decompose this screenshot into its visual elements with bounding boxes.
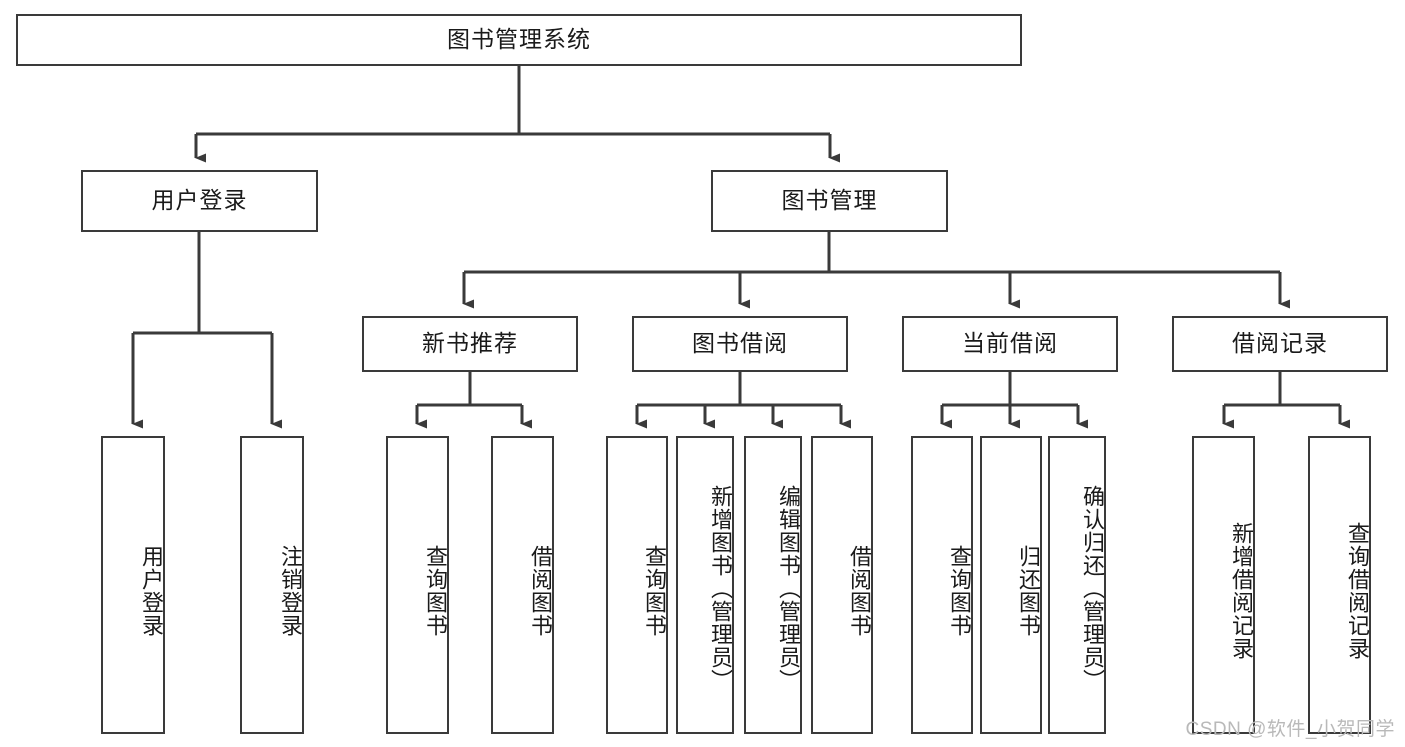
node-label: 图书管理系统 [447, 26, 591, 53]
node-label: 当前借阅 [962, 330, 1058, 357]
node-label: 查询图书 [947, 545, 972, 637]
node-label: 图书借阅 [692, 330, 788, 357]
node-user-login[interactable]: 用户登录 [81, 170, 318, 232]
node-current-borrow[interactable]: 当前借阅 [902, 316, 1118, 372]
node-book-borrow[interactable]: 图书借阅 [632, 316, 848, 372]
leaf-bookborrow-add-book[interactable]: 新增图书（管理员） [676, 436, 734, 734]
node-label: 查询借阅记录 [1345, 522, 1370, 660]
leaf-newbook-borrow-book[interactable]: 借阅图书 [491, 436, 554, 734]
leaf-currentborrow-query-book[interactable]: 查询图书 [911, 436, 973, 734]
leaf-user-login[interactable]: 用户登录 [101, 436, 165, 734]
node-label: 用户登录 [151, 187, 248, 214]
node-new-book-recommend[interactable]: 新书推荐 [362, 316, 578, 372]
leaf-logout[interactable]: 注销登录 [240, 436, 304, 734]
leaf-currentborrow-confirm-return[interactable]: 确认归还（管理员） [1048, 436, 1106, 734]
node-root-system[interactable]: 图书管理系统 [16, 14, 1022, 66]
node-label: 新书推荐 [422, 330, 518, 357]
node-label: 借阅图书 [528, 545, 553, 637]
leaf-borrowrecord-query-record[interactable]: 查询借阅记录 [1308, 436, 1371, 734]
node-label: 归还图书 [1016, 545, 1041, 637]
node-label: 新增图书（管理员） [708, 484, 733, 692]
node-label: 确认归还（管理员） [1080, 484, 1105, 692]
node-label: 查询图书 [642, 545, 667, 637]
node-label: 查询图书 [423, 545, 448, 637]
leaf-borrowrecord-add-record[interactable]: 新增借阅记录 [1192, 436, 1255, 734]
node-label: 借阅记录 [1232, 330, 1328, 357]
leaf-newbook-query-book[interactable]: 查询图书 [386, 436, 449, 734]
leaf-bookborrow-edit-book[interactable]: 编辑图书（管理员） [744, 436, 802, 734]
leaf-currentborrow-return-book[interactable]: 归还图书 [980, 436, 1042, 734]
node-label: 新增借阅记录 [1229, 522, 1254, 660]
node-label: 注销登录 [278, 545, 303, 637]
node-borrow-record[interactable]: 借阅记录 [1172, 316, 1388, 372]
node-label: 用户登录 [139, 545, 164, 637]
leaf-bookborrow-query-book[interactable]: 查询图书 [606, 436, 668, 734]
node-label: 借阅图书 [847, 545, 872, 637]
node-label: 图书管理 [781, 187, 878, 214]
node-label: 编辑图书（管理员） [776, 484, 801, 692]
node-book-manage[interactable]: 图书管理 [711, 170, 948, 232]
csdn-watermark: CSDN @软件_小贺同学 [1185, 719, 1395, 740]
leaf-bookborrow-borrow-book[interactable]: 借阅图书 [811, 436, 873, 734]
